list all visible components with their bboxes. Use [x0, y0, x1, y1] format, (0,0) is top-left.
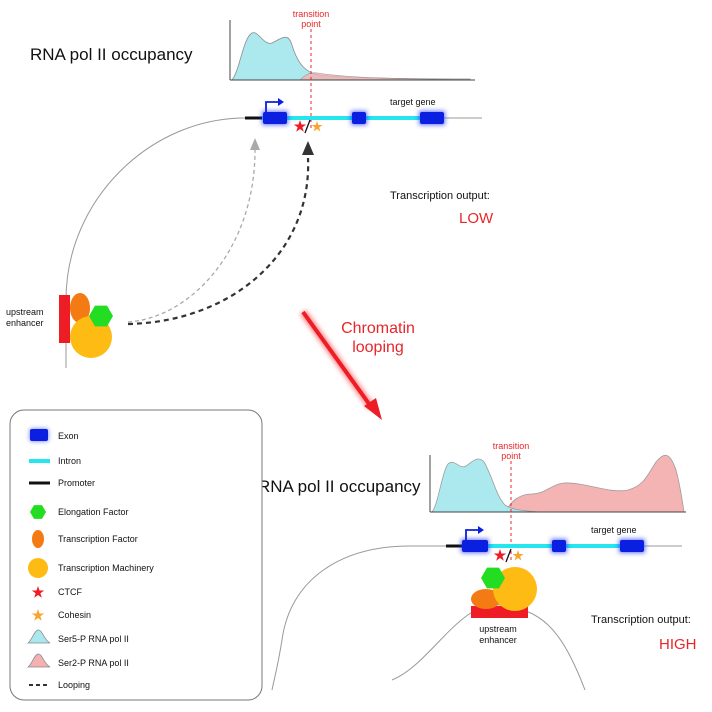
top-enhancer-label-2: enhancer [6, 318, 44, 328]
bottom-cohesin-star-icon [512, 550, 524, 561]
top-exon-1 [263, 112, 287, 124]
bottom-enhancer-complex [471, 567, 537, 618]
bottom-slash-icon [505, 548, 512, 563]
looping-label-2: looping [352, 339, 404, 356]
legend-ellipse-icon [32, 530, 44, 548]
bottom-panel: RNA pol II occupancy transition point [258, 441, 697, 691]
top-exon-2 [352, 112, 366, 124]
legend-item-elongation-factor: Elongation Factor [58, 507, 129, 517]
legend-item-ser5: Ser5-P RNA pol II [58, 634, 129, 644]
legend-hexagon-icon [30, 505, 46, 519]
top-ctcf-star-icon [293, 120, 307, 132]
top-transcription-machinery-icon [70, 316, 112, 358]
bottom-elongation-factor-icon [481, 567, 505, 589]
legend-item-looping: Looping [58, 680, 90, 690]
legend-ser2-peak-icon [26, 653, 51, 668]
top-ser5-peak [231, 32, 471, 81]
legend-cohesin-star-icon [31, 609, 45, 621]
top-output-label: Transcription output: [390, 190, 490, 202]
legend-item-transcription-factor: Transcription Factor [58, 534, 138, 544]
top-occupancy-title: RNA pol II occupancy [30, 45, 193, 64]
bottom-transition-label-2: point [501, 451, 521, 461]
top-exon-3 [420, 112, 444, 124]
legend-item-transcription-machinery: Transcription Machinery [58, 563, 154, 573]
top-transcription-factor-icon [70, 293, 90, 323]
legend-item-promoter: Promoter [58, 478, 95, 488]
bottom-exon-2 [552, 540, 566, 552]
top-looping-arrowhead-dark-icon [302, 141, 314, 155]
bottom-chromatin-fiber [271, 545, 446, 691]
top-slash-icon [304, 119, 311, 134]
top-enhancer-element [59, 295, 70, 343]
top-panel: RNA pol II occupancy transition point [6, 9, 494, 368]
top-ser2-peak [299, 72, 471, 81]
bottom-transcription-factor-icon [471, 589, 501, 609]
legend-item-cohesin: Cohesin [58, 610, 91, 620]
legend-item-ctcf: CTCF [58, 587, 82, 597]
looping-label: Chromatin [341, 320, 415, 337]
legend-item-intron: Intron [58, 456, 81, 466]
bottom-exon-1 [462, 540, 488, 552]
legend-circle-icon [28, 558, 48, 578]
legend-box [9, 409, 263, 701]
legend-ctcf-star-icon [31, 586, 45, 598]
bottom-target-gene [446, 526, 645, 553]
legend-item-ser2: Ser2-P RNA pol II [58, 658, 129, 668]
bottom-tss-arrow-icon [465, 529, 480, 540]
bottom-occupancy-plot [429, 454, 686, 513]
bottom-ctcf-star-icon [493, 549, 507, 561]
top-tss-arrowhead-icon [278, 98, 284, 106]
top-transition-label-2: point [301, 19, 321, 29]
legend-item-exon: Exon [58, 431, 79, 441]
top-looping-arrow-dark [127, 157, 310, 326]
top-looping-arrow-light [127, 149, 256, 323]
bottom-enhancer-label-2: enhancer [479, 635, 517, 645]
top-transition-label: transition [293, 9, 330, 19]
top-chromatin-fiber [65, 117, 262, 368]
bottom-ser2-peak [504, 454, 685, 513]
top-cohesin-star-icon [311, 121, 323, 132]
top-elongation-factor-icon [89, 305, 113, 327]
bottom-occupancy-title: RNA pol II occupancy [258, 477, 421, 496]
bottom-exon-3 [620, 540, 644, 552]
top-gene-label: target gene [390, 97, 436, 107]
bottom-gene-label: target gene [591, 525, 637, 535]
bottom-output-value: HIGH [659, 636, 697, 653]
looping-arrowhead-icon [364, 398, 382, 420]
top-output-value: LOW [459, 210, 494, 227]
top-enhancer-complex [59, 293, 113, 358]
legend: Exon Intron Promoter Elongation Factor T… [9, 409, 263, 701]
bottom-transition-label: transition [493, 441, 530, 451]
looping-arrow-shaft [301, 310, 374, 410]
bottom-output-label: Transcription output: [591, 614, 691, 626]
chromatin-looping-transition: Chromatin looping [299, 309, 415, 420]
top-target-gene [245, 98, 445, 125]
top-tss-arrow-icon [265, 101, 280, 112]
legend-exon-icon [30, 429, 48, 441]
top-looping-arrowhead-light-icon [250, 138, 260, 150]
bottom-ser5-peak [431, 458, 541, 513]
bottom-enhancer-label: upstream [479, 624, 517, 634]
legend-ser5-peak-icon [26, 629, 51, 644]
top-occupancy-plot [229, 20, 475, 81]
top-enhancer-label: upstream [6, 307, 44, 317]
bottom-tss-arrowhead-icon [478, 526, 484, 534]
